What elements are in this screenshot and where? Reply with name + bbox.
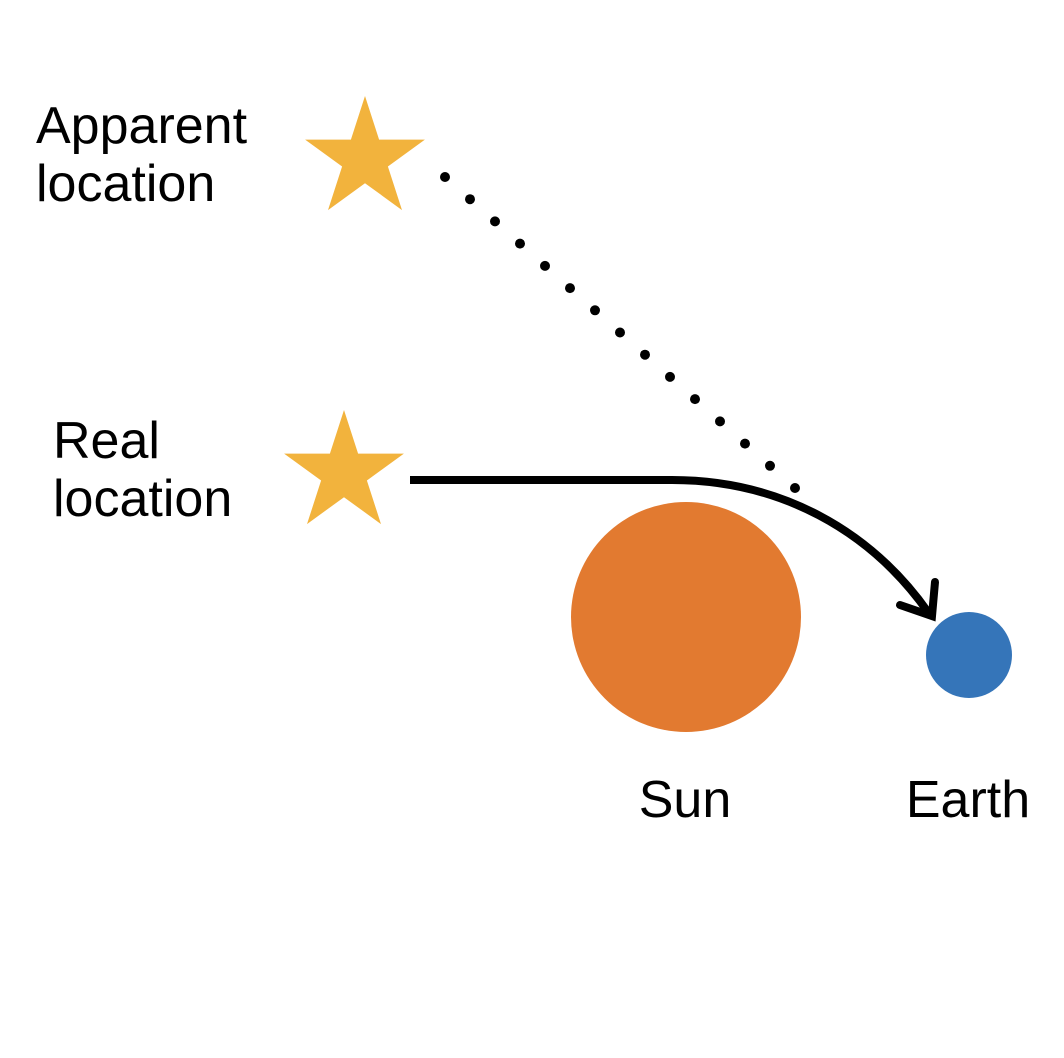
apparent-path-dot xyxy=(665,371,675,382)
apparent-path-dot xyxy=(765,460,775,471)
arrowhead-icon xyxy=(896,578,939,622)
apparent-location-label-line1: Apparent xyxy=(36,97,248,155)
real-light-path-arrow xyxy=(410,476,932,615)
apparent-star-icon xyxy=(305,96,425,211)
apparent-path-dot xyxy=(540,260,550,271)
earth-circle xyxy=(926,612,1012,698)
apparent-path-dot xyxy=(565,283,575,294)
apparent-path-dot xyxy=(465,194,475,205)
sun-circle xyxy=(571,502,801,732)
real-star-icon xyxy=(284,410,404,525)
apparent-light-path-dotted xyxy=(440,172,800,493)
real-location-label-line1: Real xyxy=(53,412,160,470)
apparent-path-dot xyxy=(590,305,600,316)
apparent-path-dot xyxy=(690,394,700,405)
apparent-path-dot xyxy=(790,483,800,493)
earth-label: Earth xyxy=(906,771,1030,829)
apparent-path-dot xyxy=(490,216,500,227)
apparent-path-dot xyxy=(740,438,750,449)
apparent-location-label-line2: location xyxy=(36,155,215,213)
apparent-path-dot xyxy=(440,172,450,182)
sun-label: Sun xyxy=(639,771,732,829)
apparent-path-dot xyxy=(515,238,525,249)
apparent-path-dot xyxy=(640,349,650,360)
real-location-label-line2: location xyxy=(53,470,232,528)
apparent-path-dot xyxy=(615,327,625,338)
apparent-path-dot xyxy=(715,416,725,427)
